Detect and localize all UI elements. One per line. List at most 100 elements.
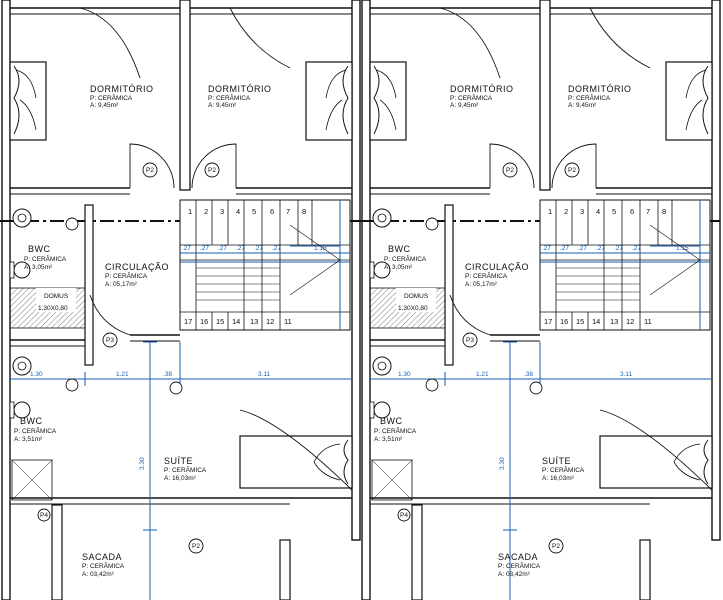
tread-dims: .27 .27 .27 .27 .27 .27 .27 .27 .27 .27 …	[182, 245, 641, 252]
stair-step: 13	[250, 317, 258, 326]
room-name-suite: SUÍTE	[164, 456, 193, 466]
tread-dim: .27	[542, 245, 551, 252]
room-name-dorm2: DORMITÓRIO	[568, 84, 632, 94]
room-area-bwc2: A: 3,51m²	[374, 436, 403, 443]
stair-step: 16	[200, 317, 208, 326]
tread-dim: .27	[596, 245, 605, 252]
room-area-dorm1: A: 9,45m²	[90, 102, 119, 109]
room-floor-bwc1: P: CERÂMICA	[384, 254, 427, 263]
dim-115-right: 1.15	[676, 245, 689, 252]
room-size-domus: 1,30X0,80	[398, 305, 428, 312]
room-name-sacada: SACADA	[82, 552, 122, 562]
room-name-bwc1: BWC	[388, 244, 411, 254]
stair-step: 15	[576, 317, 584, 326]
room-floor-dorm2: P: CERÂMICA	[208, 93, 251, 102]
room-name-suite: SUÍTE	[542, 456, 571, 466]
stair-step: 3	[580, 207, 584, 216]
room-area-bwc2: A: 3,51m²	[14, 436, 43, 443]
room-name-dorm1: DORMITÓRIO	[450, 84, 514, 94]
stair-step: 5	[252, 207, 256, 216]
stair-step: 14	[592, 317, 600, 326]
door-tag: P2	[568, 167, 576, 174]
tread-dim: .27	[272, 245, 281, 252]
room-floor-suite: P: CERÂMICA	[542, 465, 585, 474]
room-area-circ: A: 05,17m²	[105, 281, 138, 288]
room-name-dorm2: DORMITÓRIO	[208, 84, 272, 94]
tread-dim: .27	[578, 245, 587, 252]
stair-numbers-right: 1 2 3 4 5 6 7 8 17 16 15 14 13 12 11	[544, 207, 666, 326]
tread-dim: .27	[182, 245, 191, 252]
stair-step: 13	[610, 317, 618, 326]
door-tag: P2	[506, 167, 514, 174]
labels-unit-left: DORMITÓRIO P: CERÂMICA A: 9,45m² DORMITÓ…	[14, 84, 272, 578]
door-tag: P2	[146, 167, 154, 174]
stair-step: 1	[548, 207, 552, 216]
room-floor-dorm1: P: CERÂMICA	[450, 93, 493, 102]
room-name-domus: DOMUS	[44, 293, 69, 300]
tread-dim: .27	[560, 245, 569, 252]
room-floor-bwc2: P: CERÂMICA	[374, 426, 417, 435]
door-tag: P3	[466, 337, 474, 344]
room-area-sacada: A: 03,42m²	[82, 571, 115, 578]
room-name-bwc2: BWC	[380, 416, 403, 426]
room-floor-circ: P: CERÂMICA	[105, 271, 148, 280]
room-name-bwc2: BWC	[20, 416, 43, 426]
stair-step: 4	[596, 207, 600, 216]
room-name-sacada: SACADA	[498, 552, 538, 562]
stair-step: 7	[286, 207, 290, 216]
dim-121-left: 1.21	[116, 371, 129, 378]
room-area-dorm1: A: 9,45m²	[450, 102, 479, 109]
room-floor-sacada: P: CERÂMICA	[82, 561, 125, 570]
dim-330-left: 3.30	[139, 457, 146, 470]
room-floor-bwc1: P: CERÂMICA	[24, 254, 67, 263]
room-name-circ: CIRCULAÇÃO	[465, 262, 529, 272]
stair-step: 2	[204, 207, 208, 216]
room-area-sacada: A: 03,42m²	[498, 571, 531, 578]
stair-step: 12	[626, 317, 634, 326]
room-floor-sacada: P: CERÂMICA	[498, 561, 541, 570]
stair-step: 2	[564, 207, 568, 216]
dim-38-right: .38	[524, 371, 533, 378]
dim-311-right: 3.11	[620, 371, 633, 378]
stair-step: 11	[644, 317, 652, 326]
room-area-suite: A: 16,03m²	[164, 475, 197, 482]
labels-unit-right: DORMITÓRIO P: CERÂMICA A: 9,45m² DORMITÓ…	[374, 84, 632, 578]
stair-step: 15	[216, 317, 224, 326]
stair-step: 14	[232, 317, 240, 326]
unit-right	[359, 0, 721, 600]
stair-step: 6	[630, 207, 634, 216]
dimension-labels: 1.30 1.21 .38 3.11 3.30 1.15 1.30 1.21 .…	[30, 245, 689, 470]
stair-step: 16	[560, 317, 568, 326]
stair-step: 3	[220, 207, 224, 216]
room-floor-dorm1: P: CERÂMICA	[90, 93, 133, 102]
dim-130-left: 1.30	[30, 371, 43, 378]
stair-step: 1	[188, 207, 192, 216]
stair-step: 5	[612, 207, 616, 216]
door-tag: P2	[208, 167, 216, 174]
door-tag: P3	[106, 337, 114, 344]
stair-numbers-left: 1 2 3 4 5 6 7 8 17 16 15 14 13 12 11	[184, 207, 306, 326]
room-floor-suite: P: CERÂMICA	[164, 465, 207, 474]
dim-38-left: .38	[163, 371, 172, 378]
stair-step: 8	[302, 207, 306, 216]
room-area-dorm2: A: 9,45m²	[568, 102, 597, 109]
room-area-dorm2: A: 9,45m²	[208, 102, 237, 109]
stair-step: 17	[184, 317, 192, 326]
room-name-bwc1: BWC	[28, 244, 51, 254]
room-name-dorm1: DORMITÓRIO	[90, 84, 154, 94]
stair-step: 11	[284, 317, 292, 326]
stair-step: 17	[544, 317, 552, 326]
tread-dim: .27	[632, 245, 641, 252]
dim-130-right: 1.30	[398, 371, 411, 378]
door-tag: P4	[400, 512, 408, 519]
dim-330-right: 3.30	[499, 457, 506, 470]
tread-dim: .27	[218, 245, 227, 252]
stair-step: 8	[662, 207, 666, 216]
room-area-bwc1: A: 3,05m²	[384, 264, 413, 271]
room-area-circ: A: 05,17m²	[465, 281, 498, 288]
room-floor-circ: P: CERÂMICA	[465, 271, 508, 280]
tread-dim: .27	[254, 245, 263, 252]
room-name-circ: CIRCULAÇÃO	[105, 262, 169, 272]
door-tag: P2	[552, 543, 560, 550]
